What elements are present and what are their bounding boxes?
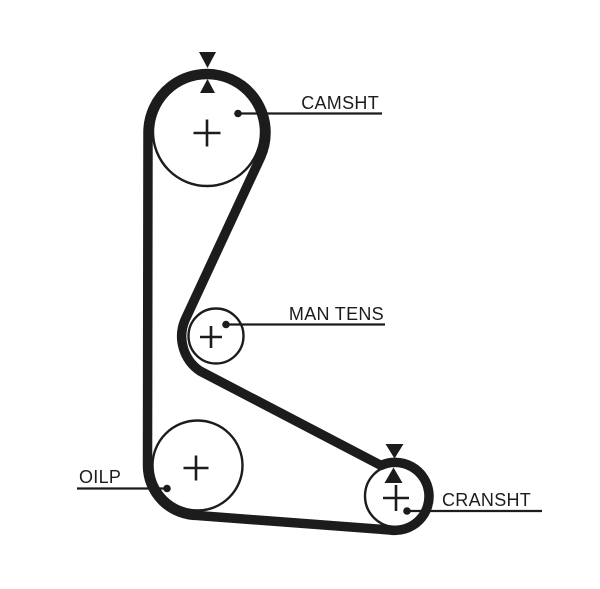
camsht-label: CAMSHT xyxy=(301,93,379,113)
camsht-leader-dot xyxy=(234,109,242,118)
cransht-timing-arrow-down-icon xyxy=(385,444,404,459)
camsht-pulley xyxy=(151,76,263,188)
oilp-callout: OILP xyxy=(77,467,171,493)
oilp-label: OILP xyxy=(79,467,121,487)
camsht-timing-arrow-up-icon xyxy=(200,79,215,93)
cransht-pulley xyxy=(363,463,429,529)
timing-belt-path xyxy=(142,68,434,536)
cransht-callout: CRANSHT xyxy=(403,490,542,515)
man-tens-callout: MAN TENS xyxy=(222,304,385,329)
man-tens-pulley xyxy=(187,307,245,365)
cransht-timing-arrow-up-icon xyxy=(384,467,403,483)
camsht-callout: CAMSHT xyxy=(234,93,382,118)
oilp-pulley xyxy=(151,419,244,512)
oilp-center-mark xyxy=(183,455,209,481)
camsht-timing-arrow-down-icon xyxy=(199,52,216,68)
man-tens-leader-dot xyxy=(222,320,230,329)
cransht-center-mark xyxy=(383,485,409,511)
camsht-center-mark xyxy=(193,119,221,147)
cransht-leader-dot xyxy=(403,507,411,515)
oilp-leader-dot xyxy=(163,484,171,493)
cransht-label: CRANSHT xyxy=(442,490,531,510)
man-tens-label: MAN TENS xyxy=(289,304,384,324)
man-tens-center-mark xyxy=(200,326,222,348)
